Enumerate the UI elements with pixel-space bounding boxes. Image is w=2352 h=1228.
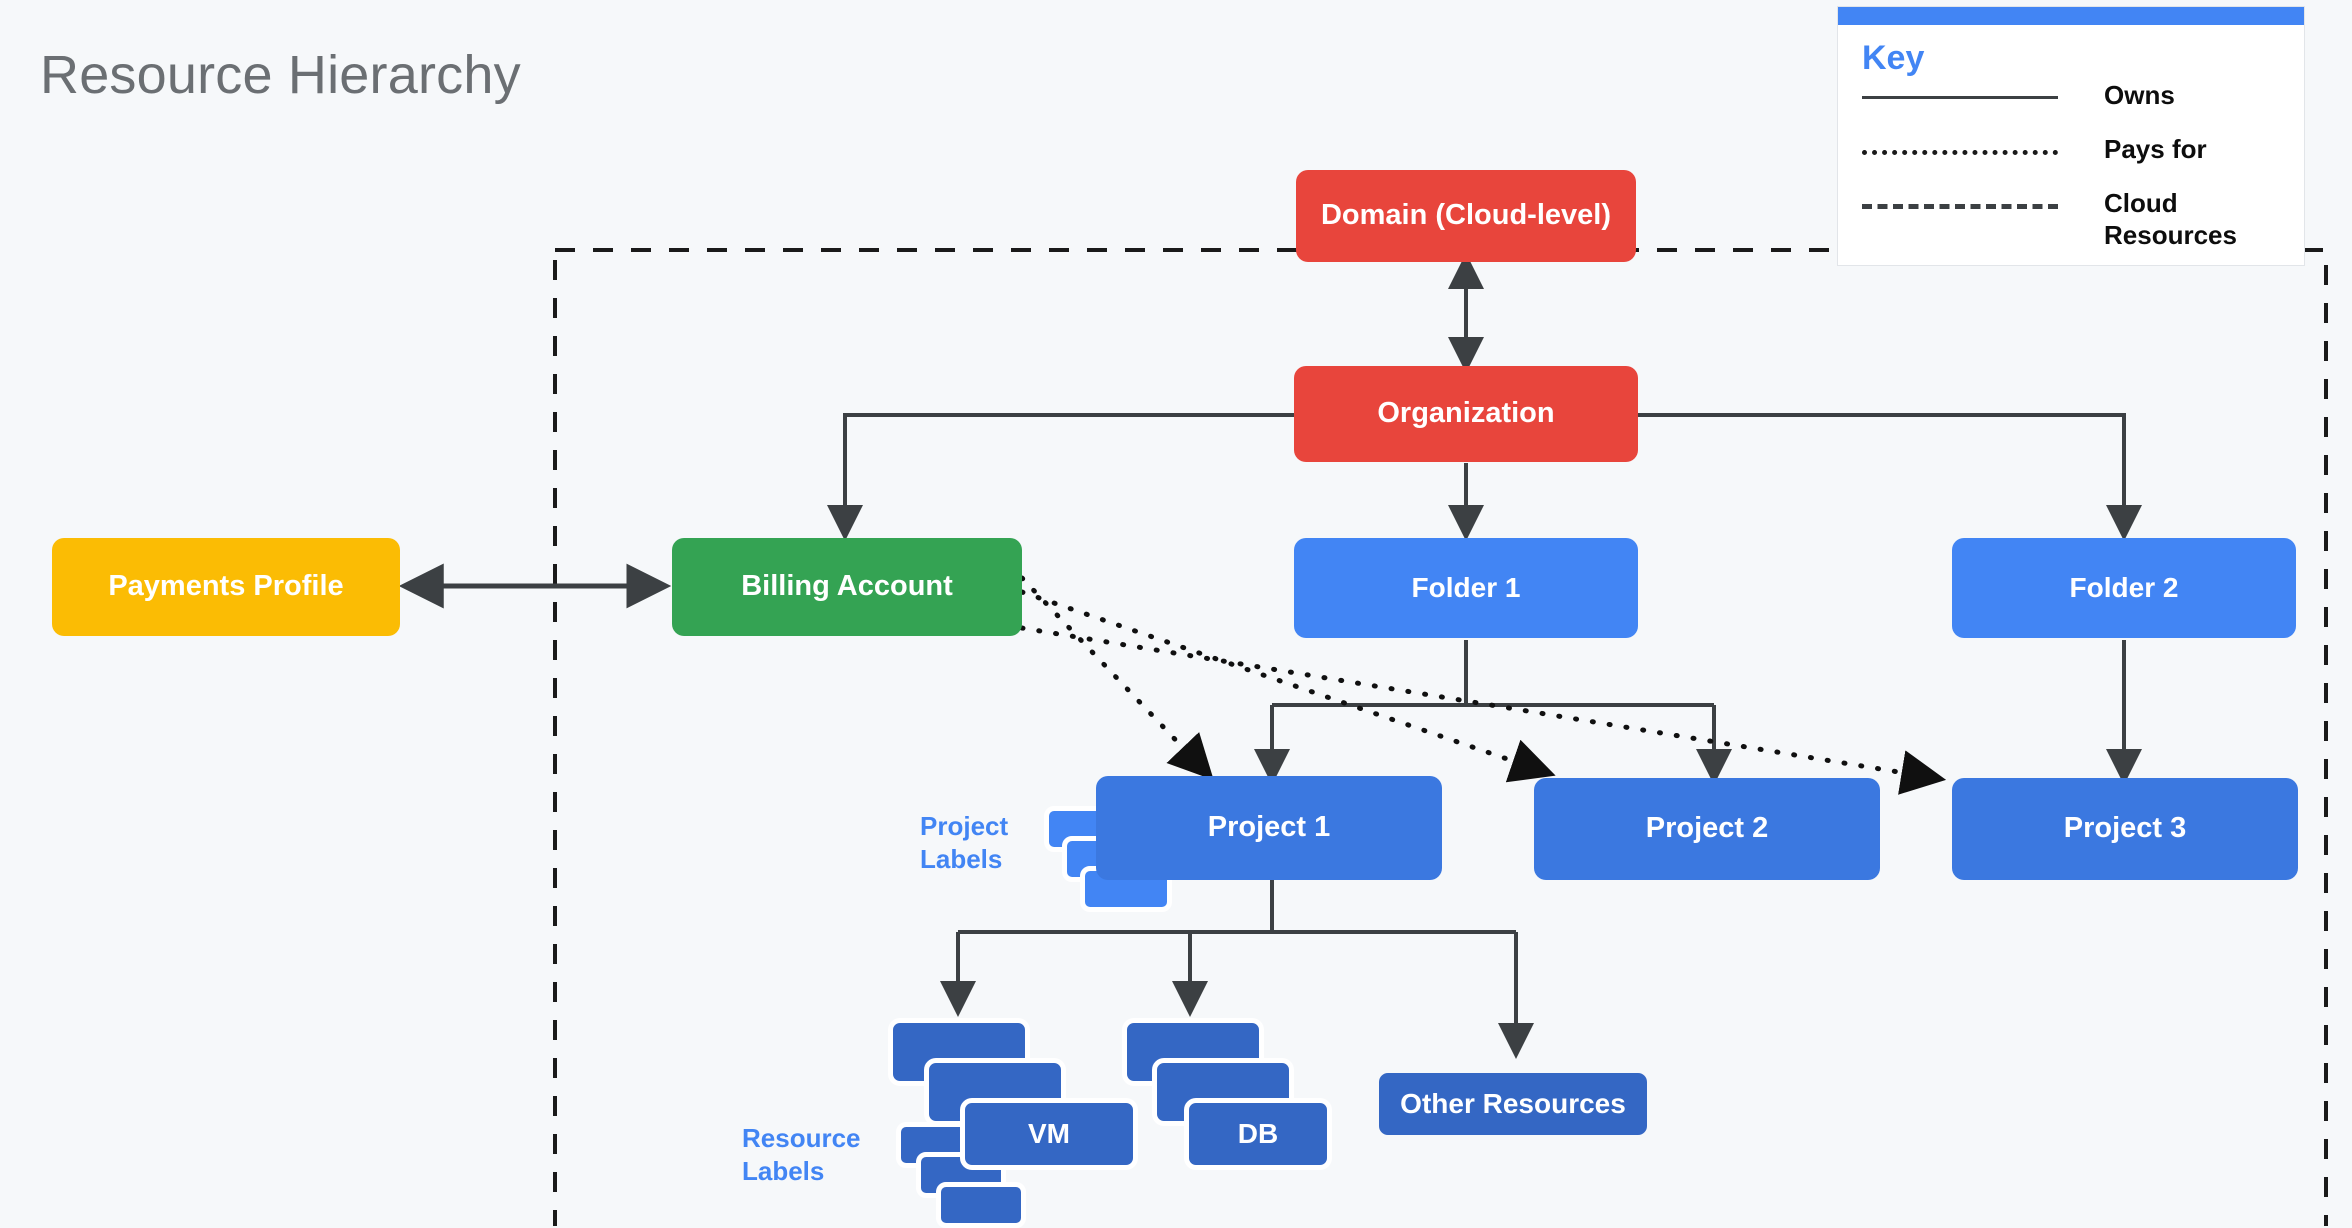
node-folder-1[interactable]: Folder 1	[1294, 538, 1638, 638]
key-label-pays-for: Pays for	[2104, 134, 2207, 164]
node-project-3-label: Project 3	[2063, 812, 2187, 845]
key-legend-panel: Key Owns Pays for Cloud Resources	[1838, 7, 2304, 266]
node-folder-2[interactable]: Folder 2	[1952, 538, 2296, 638]
solid-line-icon	[1862, 96, 2058, 99]
resource-label-chip-3	[936, 1182, 1026, 1228]
project-labels-line-1: Project	[920, 811, 1009, 841]
key-row-cloud-resources: Cloud Resources	[1838, 188, 2304, 251]
resource-labels-line-2: Labels	[742, 1155, 825, 1186]
node-project-1-label: Project 1	[1207, 811, 1331, 844]
edge-organization-folder2	[1638, 413, 2142, 541]
key-accent-bar	[1838, 7, 2304, 25]
node-domain[interactable]: Domain (Cloud-level)	[1296, 170, 1636, 262]
node-vm-label: VM	[1028, 1118, 1070, 1149]
resource-labels-caption: Resource Labels	[742, 1122, 892, 1187]
node-project-2[interactable]: Project 2	[1534, 778, 1880, 880]
node-payments-profile[interactable]: Payments Profile	[52, 538, 400, 636]
edge-billing-project1	[1019, 575, 1214, 781]
key-rows: Owns Pays for Cloud Resources	[1838, 80, 2304, 251]
node-project-2-label: Project 2	[1645, 812, 1769, 845]
project-labels-line-2: Labels	[920, 843, 1003, 874]
node-project-3[interactable]: Project 3	[1952, 778, 2298, 880]
node-db-label: DB	[1237, 1118, 1279, 1149]
node-other-resources-label: Other Resources	[1400, 1087, 1626, 1119]
node-domain-label: Domain (Cloud-level)	[1320, 199, 1611, 232]
node-payments-profile-label: Payments Profile	[108, 570, 344, 603]
edge-folder1-tree	[1270, 640, 1716, 770]
project-labels-caption: Project Labels	[920, 810, 1050, 875]
key-title: Key	[1862, 39, 1925, 77]
key-row-pays-for: Pays for	[1838, 134, 2304, 188]
key-label-cloud-resources: Cloud Resources	[2104, 188, 2237, 250]
dotted-line-icon	[1862, 150, 2058, 155]
edge-billing-project3	[1019, 625, 1947, 795]
node-other-resources[interactable]: Other Resources	[1374, 1068, 1652, 1140]
node-folder-2-label: Folder 2	[2069, 571, 2179, 603]
edge-organization-billing	[827, 413, 1294, 541]
node-folder-1-label: Folder 1	[1411, 571, 1521, 603]
node-billing-account-label: Billing Account	[741, 570, 953, 603]
key-row-owns: Owns	[1838, 80, 2304, 134]
node-organization[interactable]: Organization	[1294, 366, 1638, 462]
key-label-owns: Owns	[2104, 80, 2175, 110]
dashed-line-icon	[1862, 204, 2058, 209]
node-project-1[interactable]: Project 1	[1096, 776, 1442, 880]
page-title: Resource Hierarchy	[40, 45, 521, 105]
node-db[interactable]: DB	[1184, 1098, 1332, 1170]
resource-labels-line-1: Resource	[742, 1123, 861, 1153]
node-billing-account[interactable]: Billing Account	[672, 538, 1022, 636]
node-vm[interactable]: VM	[960, 1098, 1138, 1170]
node-organization-label: Organization	[1377, 397, 1555, 430]
